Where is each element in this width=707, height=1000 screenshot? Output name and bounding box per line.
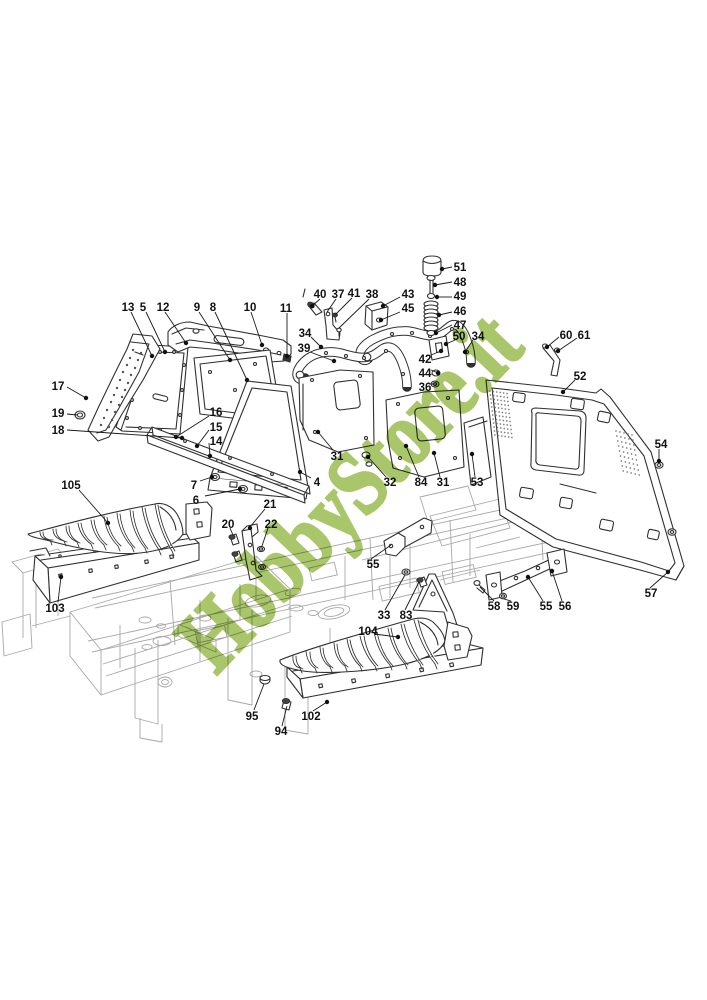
svg-text:103: 103 [45, 603, 64, 615]
svg-text:58: 58 [488, 601, 501, 613]
svg-text:17: 17 [52, 381, 65, 393]
svg-text:20: 20 [222, 519, 235, 531]
svg-text:6: 6 [193, 495, 199, 507]
svg-text:31: 31 [437, 477, 450, 489]
svg-text:11: 11 [280, 303, 293, 315]
svg-text:19: 19 [52, 408, 65, 420]
svg-text:34: 34 [299, 328, 312, 340]
svg-text:48: 48 [454, 277, 467, 289]
svg-text:33: 33 [378, 610, 391, 622]
svg-text:43: 43 [402, 289, 415, 301]
svg-text:12: 12 [157, 302, 170, 314]
svg-text:41: 41 [348, 288, 361, 300]
svg-text:36: 36 [419, 382, 432, 394]
svg-text:32: 32 [384, 477, 397, 489]
svg-text:22: 22 [265, 519, 278, 531]
svg-text:52: 52 [574, 371, 587, 383]
svg-text:46: 46 [454, 306, 467, 318]
svg-text:5: 5 [140, 302, 147, 314]
svg-text:56: 56 [559, 601, 572, 613]
svg-text:51: 51 [454, 262, 467, 274]
svg-text:53: 53 [471, 477, 484, 489]
svg-text:50: 50 [453, 331, 466, 343]
svg-text:42: 42 [419, 354, 432, 366]
svg-text:84: 84 [415, 477, 428, 489]
svg-text:15: 15 [210, 422, 223, 434]
svg-text:102: 102 [301, 711, 320, 723]
svg-text:61: 61 [578, 330, 591, 342]
svg-text:37: 37 [332, 289, 345, 301]
svg-text:31: 31 [331, 451, 344, 463]
svg-text:45: 45 [402, 303, 415, 315]
svg-text:55: 55 [540, 601, 553, 613]
svg-text:34: 34 [472, 331, 485, 343]
svg-text:21: 21 [264, 499, 277, 511]
svg-text:104: 104 [358, 626, 378, 638]
svg-text:8: 8 [210, 302, 217, 314]
svg-text:44: 44 [419, 368, 432, 380]
svg-text:60: 60 [560, 330, 573, 342]
svg-text:16: 16 [210, 407, 223, 419]
svg-text:105: 105 [61, 480, 81, 492]
svg-text:54: 54 [655, 439, 668, 451]
svg-text:7: 7 [191, 480, 197, 492]
svg-text:57: 57 [645, 588, 658, 600]
svg-text:9: 9 [194, 302, 200, 314]
svg-text:13: 13 [122, 302, 135, 314]
svg-text:94: 94 [275, 726, 288, 738]
svg-text:39: 39 [298, 343, 311, 355]
svg-text:40: 40 [314, 289, 327, 301]
svg-text:18: 18 [52, 425, 65, 437]
svg-text:47: 47 [454, 320, 467, 332]
svg-text:95: 95 [246, 711, 259, 723]
svg-text:10: 10 [244, 302, 257, 314]
svg-text:49: 49 [454, 291, 467, 303]
svg-text:55: 55 [367, 559, 380, 571]
svg-text:83: 83 [400, 610, 413, 622]
svg-text:38: 38 [366, 289, 379, 301]
svg-text:4: 4 [314, 477, 321, 489]
svg-text:14: 14 [210, 436, 223, 448]
svg-text:59: 59 [507, 601, 520, 613]
